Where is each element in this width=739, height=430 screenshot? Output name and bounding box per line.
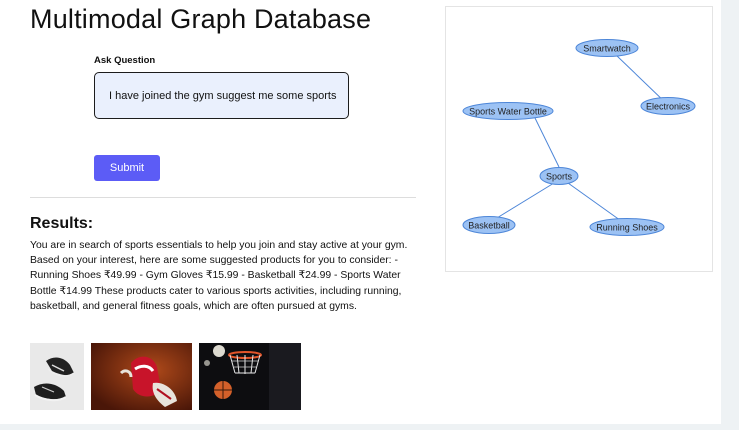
results-heading: Results: bbox=[30, 215, 94, 232]
divider bbox=[30, 197, 416, 198]
graph-node-label: Sports Water Bottle bbox=[469, 107, 547, 117]
basketball-hoop-image bbox=[199, 343, 301, 410]
graph-node-label: Sports bbox=[546, 172, 573, 182]
graph-node-sports[interactable]: Sports bbox=[539, 167, 579, 185]
knowledge-graph: Smartwatch Electronics Sports Water Bott… bbox=[462, 39, 696, 236]
graph-node-smartwatch[interactable]: Smartwatch bbox=[575, 39, 639, 57]
page-title: Multimodal Graph Database bbox=[30, 4, 372, 34]
graph-node-sports-water-bottle[interactable]: Sports Water Bottle bbox=[462, 102, 554, 120]
graph-panel: Smartwatch Electronics Sports Water Bott… bbox=[445, 6, 713, 272]
question-input[interactable]: I have joined the gym suggest me some sp… bbox=[94, 72, 349, 119]
gym-gloves-image bbox=[91, 343, 192, 410]
graph-node-basketball[interactable]: Basketball bbox=[462, 216, 516, 234]
scrollbar-track[interactable] bbox=[721, 0, 739, 430]
graph-node-label: Running Shoes bbox=[596, 223, 658, 233]
graph-node-label: Electronics bbox=[646, 102, 691, 112]
page: Multimodal Graph Database Ask Question I… bbox=[0, 0, 721, 424]
ask-question-label: Ask Question bbox=[94, 55, 156, 66]
graph-node-label: Smartwatch bbox=[583, 44, 631, 54]
edge-water-bottle-sports bbox=[534, 117, 560, 168]
edge-smartwatch-electronics bbox=[615, 54, 669, 106]
edge-sports-running-shoes bbox=[567, 182, 625, 224]
submit-button[interactable]: Submit bbox=[94, 155, 160, 181]
edge-sports-basketball bbox=[491, 182, 555, 222]
running-shoes-image bbox=[30, 343, 84, 410]
graph-node-label: Basketball bbox=[468, 221, 510, 231]
graph-node-running-shoes[interactable]: Running Shoes bbox=[589, 218, 665, 236]
results-text: You are in search of sports essentials t… bbox=[30, 240, 408, 312]
graph-node-electronics[interactable]: Electronics bbox=[640, 97, 696, 115]
